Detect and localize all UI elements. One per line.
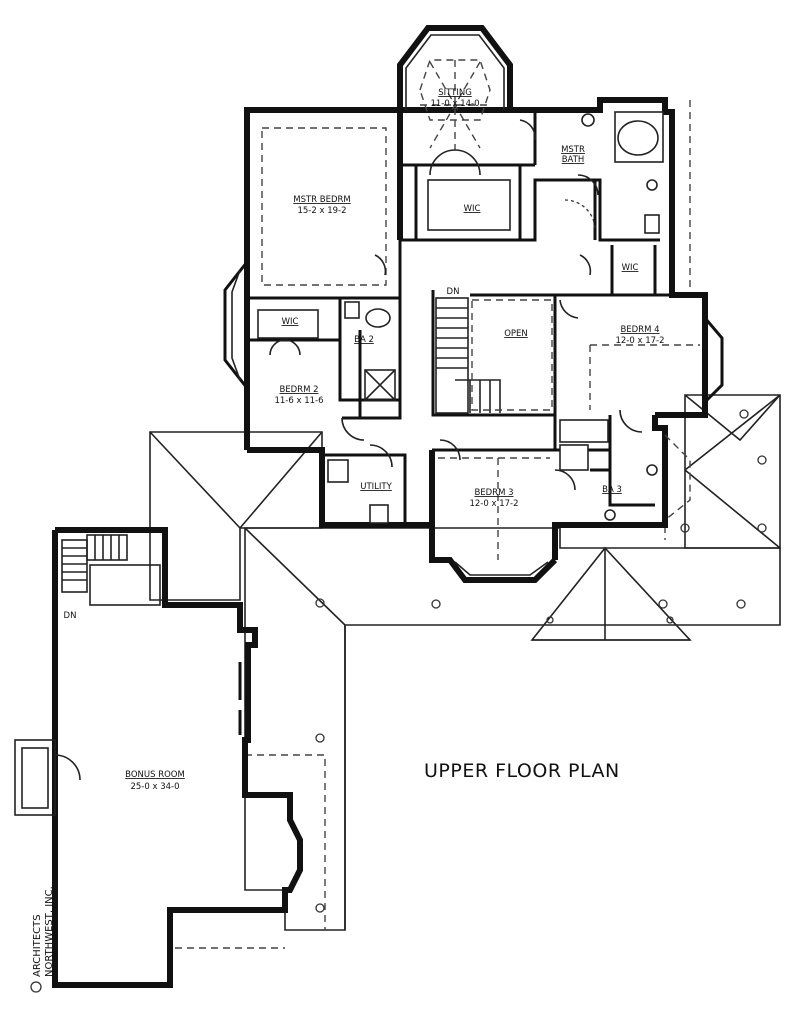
interior-details xyxy=(257,59,700,560)
stair-dn-main: DN xyxy=(447,287,460,297)
credit-line-2: NORTHWEST, INC. xyxy=(44,886,55,977)
room-name-utility: UTILITY xyxy=(360,482,392,492)
room-name-bath2: BA 2 xyxy=(354,335,374,345)
room-name-master-bedroom: MSTR BEDRM xyxy=(293,195,351,205)
lower-roof xyxy=(149,100,781,949)
room-dims-bonus-room: 25-0 x 34-0 xyxy=(130,782,179,792)
room-name-wic-bed4: WIC xyxy=(622,263,639,273)
room-name-bedroom3: BEDRM 3 xyxy=(474,488,513,498)
room-dims-bedroom3: 12-0 x 17-2 xyxy=(469,499,518,509)
copyright-icon xyxy=(30,981,42,993)
main-stair xyxy=(435,297,501,414)
room-dims-master-bedroom: 15-2 x 19-2 xyxy=(297,206,346,216)
room-name-bonus-room: BONUS ROOM xyxy=(125,770,185,780)
room-name-bedroom4: BEDRM 4 xyxy=(620,325,659,335)
room-name-wic-master: WIC xyxy=(464,204,481,214)
room-name-wic-bed2: WIC xyxy=(282,317,299,327)
room-name-master-bath: MSTR xyxy=(561,145,585,155)
roof-left xyxy=(149,431,323,601)
stair-dn-bonus: DN xyxy=(64,611,77,621)
room-labels: SITTING 11-0 x 14-0 MSTR BEDRM 15-2 x 19… xyxy=(64,88,665,792)
room-dims-bedroom2: 11-6 x 11-6 xyxy=(274,396,323,406)
room-dims-bedroom4: 12-0 x 17-2 xyxy=(615,336,664,346)
room-name-bath3: BA 3 xyxy=(602,485,622,495)
bonus-wing-walls xyxy=(14,527,303,988)
room-name-sitting: SITTING xyxy=(438,88,472,98)
architect-credit: ARCHITECTS NORTHWEST, INC. xyxy=(30,886,55,993)
room-name-bedroom2: BEDRM 2 xyxy=(279,385,318,395)
room-name-master-bath-2: BATH xyxy=(562,155,585,165)
main-house-walls xyxy=(223,25,724,583)
room-name-open: OPEN xyxy=(504,329,528,339)
plan-title: UPPER FLOOR PLAN xyxy=(424,760,620,782)
credit-line-1: ARCHITECTS xyxy=(32,914,43,977)
room-dims-sitting: 11-0 x 14-0 xyxy=(430,99,479,109)
